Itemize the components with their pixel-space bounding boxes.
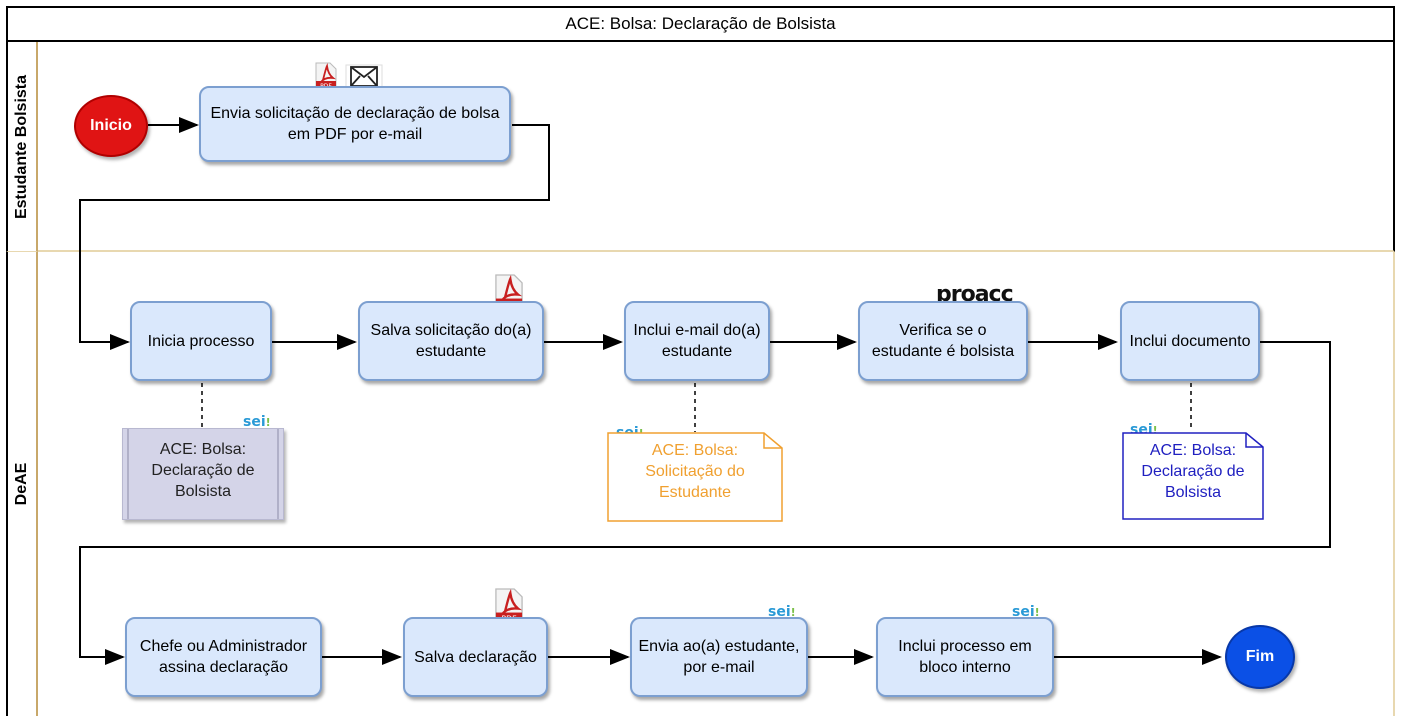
task-envia-estudante[interactable]: Envia ao(a) estudante, por e-mail: [630, 617, 808, 697]
sei-logo: sei!: [243, 414, 271, 430]
sei-logo: sei!: [1012, 604, 1040, 620]
pool-title: ACE: Bolsa: Declaração de Bolsista: [6, 6, 1395, 42]
task-inclui-bloco[interactable]: Inclui processo em bloco interno: [876, 617, 1054, 697]
task-inclui-documento[interactable]: Inclui documento: [1120, 301, 1260, 381]
artifact-solicitacao-estudante: ACE: Bolsa: Solicitação do Estudante: [645, 442, 745, 501]
artifact-solicitacao-shape: [607, 432, 783, 522]
artifact-declaracao-shape: [1122, 432, 1264, 520]
task-chefe-assina[interactable]: Chefe ou Administrador assina declaração: [125, 617, 322, 697]
lane-deae: [38, 252, 1395, 716]
lane-header-deae: DeAE: [6, 252, 38, 716]
sei-logo: sei!: [768, 604, 796, 620]
lane-header-estudante: Estudante Bolsista: [6, 42, 38, 252]
artifact-processo-sei: ACE: Bolsa: Declaração de Bolsista: [122, 428, 284, 520]
artifact-processo-label: ACE: Bolsa: Declaração de Bolsista: [151, 441, 255, 500]
envelope-icon: [345, 64, 383, 90]
end-event[interactable]: Fim: [1225, 625, 1295, 689]
task-inclui-email[interactable]: Inclui e-mail do(a) estudante: [624, 301, 770, 381]
task-verifica-bolsista[interactable]: Verifica se o estudante é bolsista: [858, 301, 1028, 381]
lane-estudante: [38, 42, 1395, 252]
task-salva-solicitacao[interactable]: Salva solicitação do(a) estudante: [358, 301, 544, 381]
task-envia-solicitacao[interactable]: Envia solicitação de declaração de bolsa…: [199, 86, 511, 162]
artifact-declaracao-bolsista: ACE: Bolsa: Declaração de Bolsista: [1141, 442, 1245, 501]
task-inicia-processo[interactable]: Inicia processo: [130, 301, 272, 381]
start-event[interactable]: Inicio: [74, 95, 148, 157]
task-salva-declaracao[interactable]: Salva declaração: [403, 617, 548, 697]
